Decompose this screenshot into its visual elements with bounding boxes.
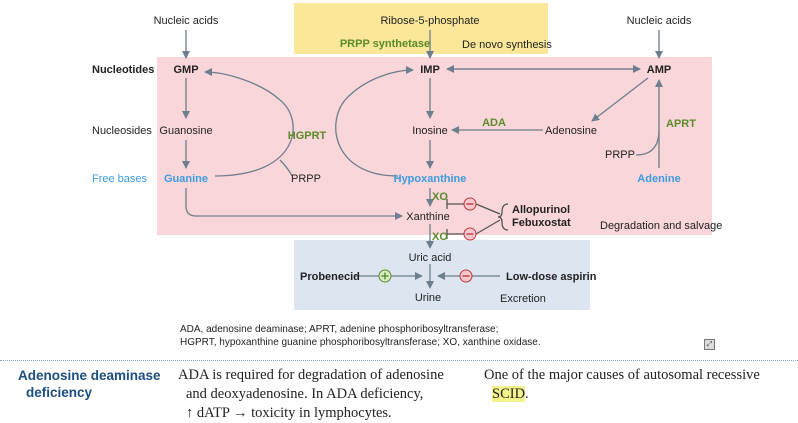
abbreviations-line-1: ADA, adenosine deaminase; APRT, adenine … <box>180 324 499 335</box>
abbreviations-line-2: HGPRT, hypoxanthine guanine phosphoribos… <box>180 337 541 348</box>
inhibit-icon-aspirin <box>459 269 473 283</box>
adenine-node: Adenine <box>637 173 680 185</box>
prpp-right-label: PRPP <box>605 149 635 161</box>
aprt-enzyme-label: APRT <box>666 118 696 130</box>
expand-icon[interactable]: ⤢ <box>704 339 715 350</box>
guanine-node: Guanine <box>164 173 208 185</box>
ada-enzyme-label: ADA <box>482 117 506 129</box>
description-line-3: ↑ dATP → toxicity in lymphocytes. <box>186 405 392 421</box>
description-line-2: and deoxyadenosine. In ADA deficiency, <box>186 386 424 402</box>
de-novo-region <box>294 3 548 54</box>
degradation-label: Degradation and salvage <box>600 220 722 232</box>
term-line-1: Adenosine deaminase <box>18 368 161 383</box>
febuxostat-label: Febuxostat <box>512 217 571 229</box>
description: ADA is required for degradation of adeno… <box>178 366 468 423</box>
inosine-node: Inosine <box>412 125 447 137</box>
table-row: Adenosine deaminase deficiency ADA is re… <box>0 360 798 422</box>
scid-highlight: SCID <box>492 386 526 402</box>
excretion-label: Excretion <box>500 293 546 305</box>
hgprt-enzyme-label: HGPRT <box>288 130 327 142</box>
xo-label-1: XO <box>432 191 448 203</box>
note-period: . <box>525 386 529 402</box>
ribose-5-phosphate: Ribose-5-phosphate <box>380 15 479 27</box>
row-label-nucleotides: Nucleotides <box>92 64 154 76</box>
term-line-2: deficiency <box>26 385 93 400</box>
uric-acid-node: Uric acid <box>409 252 452 264</box>
nucleic-acids-right: Nucleic acids <box>627 15 692 27</box>
allopurinol-label: Allopurinol <box>512 204 570 216</box>
urine-node: Urine <box>415 292 441 304</box>
stimulate-icon-probenecid <box>378 269 392 283</box>
prpp-synthetase-label: PRPP synthetase <box>340 38 430 50</box>
gmp-node: GMP <box>173 64 198 76</box>
row-label-nucleosides: Nucleosides <box>92 125 152 137</box>
de-novo-label: De novo synthesis <box>462 39 552 51</box>
amp-node: AMP <box>647 64 671 76</box>
inhibit-icon-xo-1 <box>463 197 477 211</box>
row-label-free-bases: Free bases <box>92 173 148 185</box>
adenosine-node: Adenosine <box>545 125 597 137</box>
xanthine-node: Xanthine <box>406 211 449 223</box>
clinical-note: One of the major causes of autosomal rec… <box>484 366 784 404</box>
description-line-1: ADA is required for degradation of adeno… <box>178 367 444 383</box>
guanosine-node: Guanosine <box>159 125 212 137</box>
inhibit-icon-xo-2 <box>463 227 477 241</box>
probenecid-label: Probenecid <box>300 271 360 283</box>
nucleic-acids-left: Nucleic acids <box>154 15 219 27</box>
prpp-left-label: PRPP <box>291 173 321 185</box>
aspirin-label: Low-dose aspirin <box>506 271 597 283</box>
note-line-2: SCID. <box>484 385 784 404</box>
note-line-1: One of the major causes of autosomal rec… <box>484 367 760 383</box>
abbreviations-caption: ADA, adenosine deaminase; APRT, adenine … <box>180 323 541 349</box>
imp-node: IMP <box>420 64 440 76</box>
xo-label-2: XO <box>432 231 448 243</box>
degradation-salvage-region <box>157 57 712 235</box>
term-heading: Adenosine deaminase deficiency <box>18 367 168 401</box>
hypoxanthine-node: Hypoxanthine <box>394 173 467 185</box>
